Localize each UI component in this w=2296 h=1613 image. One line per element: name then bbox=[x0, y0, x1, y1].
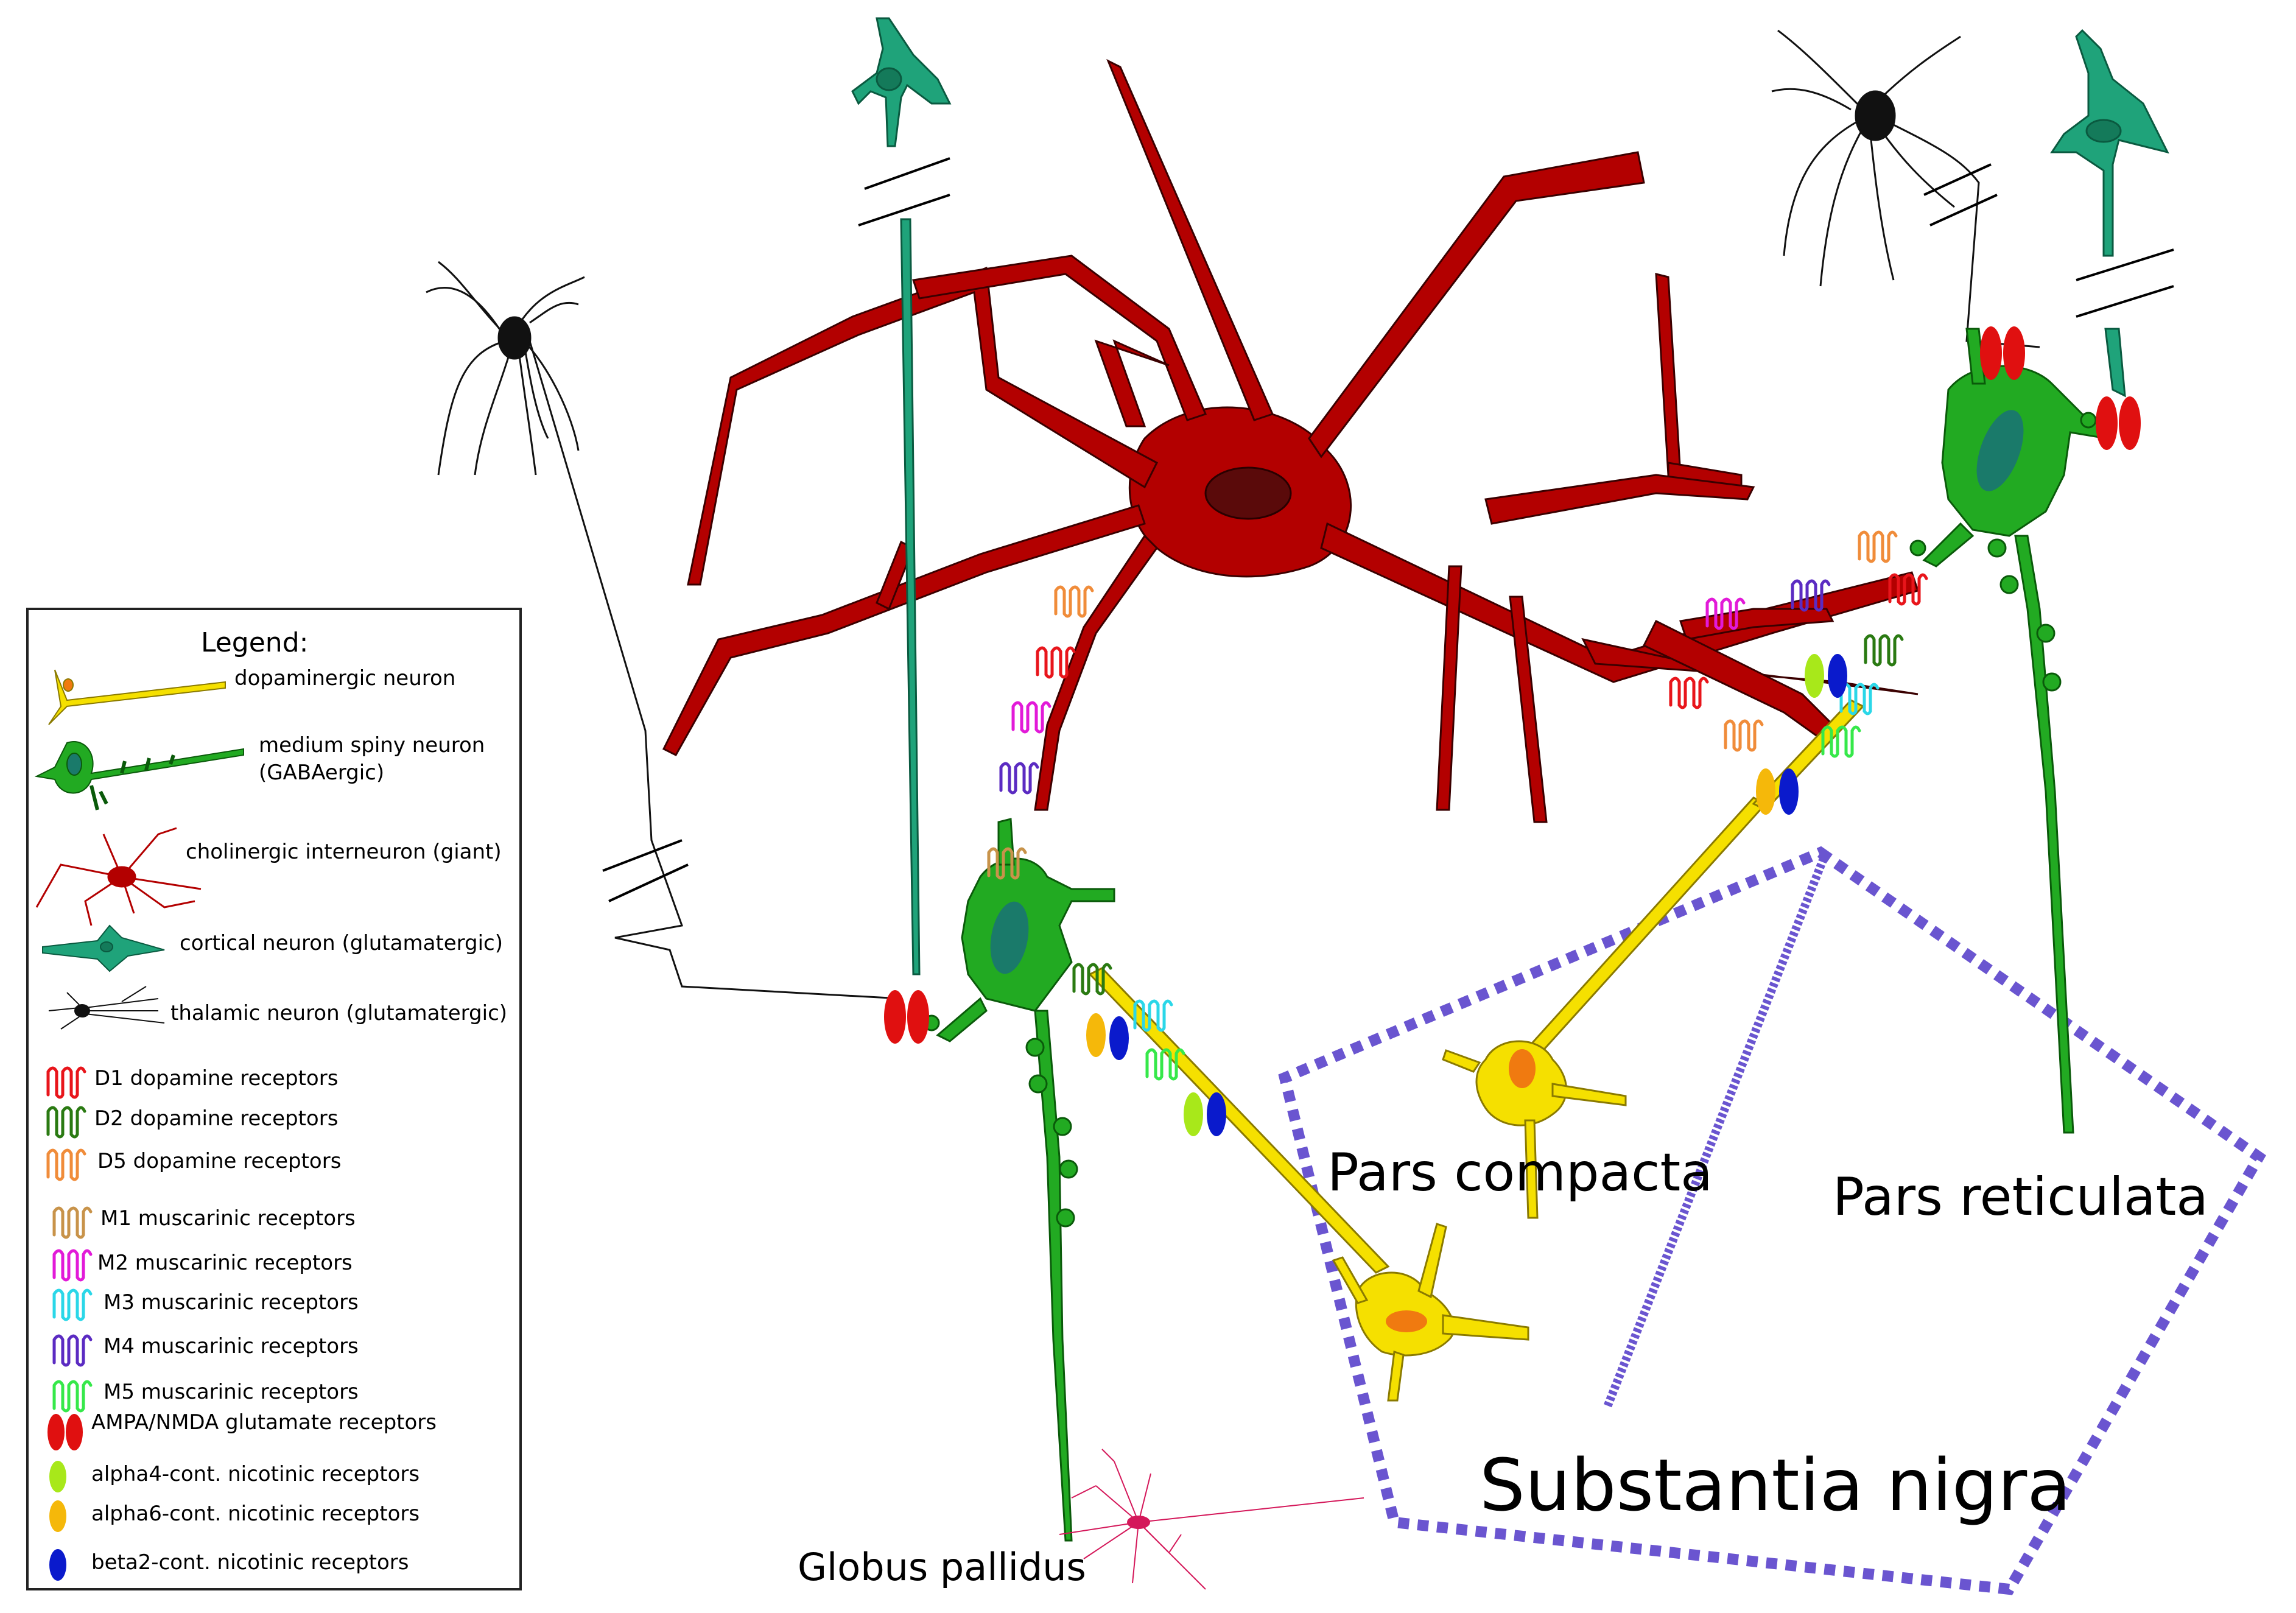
ampa-nmda-receptor bbox=[2119, 396, 2141, 450]
substantia-nigra-region bbox=[1278, 846, 2266, 1595]
msn-nucleus bbox=[1976, 410, 2024, 491]
legend-label: beta2-cont. nicotinic receptors bbox=[91, 1550, 409, 1575]
oval-receptor-icon bbox=[49, 1500, 66, 1532]
legend-label: D1 dopamine receptors bbox=[94, 1066, 338, 1091]
substantia-nigra-border bbox=[1278, 846, 2266, 1595]
globus-pallidus-label: Globus pallidus bbox=[798, 1545, 1086, 1589]
legend-label: M1 muscarinic receptors bbox=[100, 1206, 356, 1231]
beta2-receptor bbox=[1828, 654, 1847, 698]
double-oval-receptor-icon bbox=[66, 1414, 83, 1450]
medium-spiny-neuron-right bbox=[1909, 328, 2115, 1134]
legend-label: alpha4-cont. nicotinic receptors bbox=[91, 1462, 420, 1486]
oval-receptor-icon bbox=[49, 1461, 66, 1492]
double-oval-receptor-icon bbox=[47, 1414, 65, 1450]
pars-divider bbox=[1603, 857, 1828, 1408]
legend-label: medium spiny neuron bbox=[259, 733, 485, 757]
d1-receptor bbox=[1671, 678, 1707, 708]
alpha4-receptor bbox=[1184, 1092, 1203, 1136]
dopaminergic-neuron-icon bbox=[48, 669, 226, 725]
alpha6-receptor bbox=[1756, 768, 1775, 815]
legend-title: Legend: bbox=[201, 627, 308, 658]
pars-compacta-label: Pars compacta bbox=[1327, 1142, 1713, 1203]
ampa-nmda-receptor bbox=[2003, 326, 2025, 380]
legend-label: thalamic neuron (glutamatergic) bbox=[170, 1001, 507, 1025]
msn-nucleus bbox=[990, 901, 1029, 974]
legend-label: M3 muscarinic receptors bbox=[104, 1290, 359, 1315]
cortical-neuron-right bbox=[2050, 29, 2174, 398]
m2-receptor bbox=[1013, 703, 1050, 732]
cholinergic-interneuron bbox=[662, 58, 1919, 823]
oval-receptor-icon bbox=[49, 1549, 66, 1581]
thalamic-neuron-right bbox=[1771, 29, 2040, 348]
legend-label: M2 muscarinic receptors bbox=[97, 1251, 353, 1275]
ampa-nmda-receptor bbox=[2096, 396, 2118, 450]
alpha6-receptor bbox=[1086, 1013, 1106, 1057]
m4-receptor bbox=[1001, 764, 1037, 793]
dopaminergic-neuron-compacta bbox=[1442, 796, 1768, 1219]
legend-label: cholinergic interneuron (giant) bbox=[186, 840, 502, 864]
pars-reticulata-label: Pars reticulata bbox=[1833, 1167, 2208, 1228]
d5-receptor bbox=[1859, 532, 1896, 561]
legend-label: AMPA/NMDA glutamate receptors bbox=[91, 1410, 437, 1435]
ampa-nmda-receptor bbox=[884, 990, 906, 1044]
pallidal-neuron bbox=[1059, 1449, 1364, 1590]
thalamic-neuron-icon bbox=[48, 986, 165, 1030]
legend-label: cortical neuron (glutamatergic) bbox=[180, 931, 503, 955]
ampa-nmda-receptor bbox=[1980, 326, 2002, 380]
substantia-nigra-label: Substantia nigra bbox=[1480, 1443, 2071, 1527]
cholinergic-interneuron-icon bbox=[35, 827, 202, 926]
ampa-nmda-receptor bbox=[907, 990, 929, 1044]
beta2-receptor bbox=[1779, 768, 1799, 815]
legend-label: (GABAergic) bbox=[259, 761, 384, 785]
medium-spiny-neuron-icon bbox=[34, 741, 244, 810]
d5-receptor bbox=[1726, 721, 1762, 750]
cortical-neuron-icon bbox=[42, 924, 165, 972]
cortical-neuron-left bbox=[851, 17, 952, 975]
legend-label: M5 muscarinic receptors bbox=[104, 1380, 359, 1404]
d5-receptor bbox=[1056, 587, 1092, 616]
legend-box: Legend: bbox=[26, 608, 522, 1590]
dopaminergic-neuron-main bbox=[1088, 967, 1529, 1402]
receptors bbox=[884, 326, 2141, 1136]
legend-label: D5 dopamine receptors bbox=[97, 1149, 341, 1173]
legend-label: D2 dopamine receptors bbox=[94, 1106, 338, 1131]
thalamic-neuron-left bbox=[426, 261, 902, 1000]
beta2-receptor bbox=[1207, 1092, 1226, 1136]
legend-label: alpha6-cont. nicotinic receptors bbox=[91, 1502, 420, 1526]
legend-label: dopaminergic neuron bbox=[234, 666, 455, 691]
beta2-receptor bbox=[1109, 1016, 1129, 1060]
alpha4-receptor bbox=[1805, 654, 1824, 698]
cholinergic-nucleus bbox=[1204, 466, 1292, 520]
d2-receptor bbox=[1866, 636, 1902, 665]
legend-label: M4 muscarinic receptors bbox=[104, 1334, 359, 1358]
medium-spiny-neuron-left bbox=[923, 818, 1115, 1542]
